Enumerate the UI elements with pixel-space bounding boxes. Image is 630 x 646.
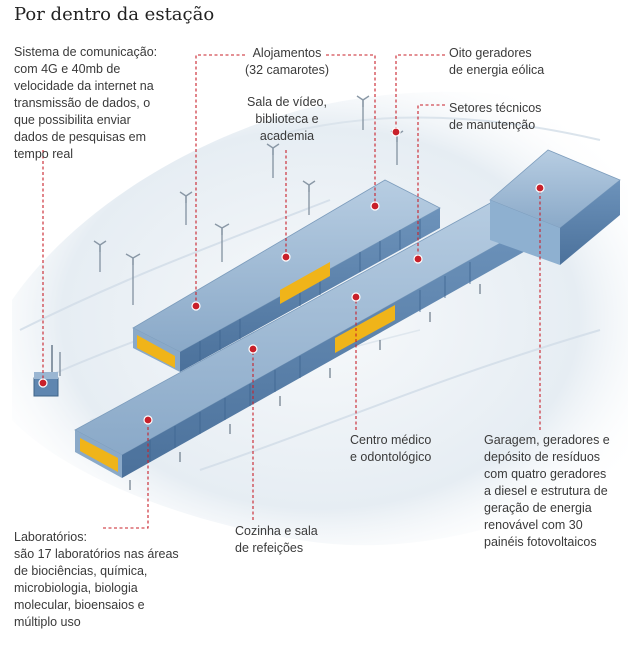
label-garagem: Garagem, geradores e depósito de resíduo…	[484, 433, 610, 549]
leader-lines	[42, 54, 541, 529]
label-comunicacao: Sistema de comunicação: com 4G e 40mb de…	[14, 45, 158, 161]
building-front-row	[74, 194, 546, 490]
callout-dots	[38, 127, 545, 425]
label-alojamentos: Alojamentos (32 camarotes)	[244, 46, 330, 77]
label-laboratorios: Laboratórios: são 17 laboratórios nas ár…	[14, 530, 179, 629]
label-cozinha: Cozinha e sala de refeições	[235, 524, 318, 555]
page-title: Por dentro da estação	[14, 4, 215, 25]
building-garage	[489, 149, 621, 265]
label-centro-medico: Centro médico e odontológico	[350, 433, 432, 464]
label-sala-video: Sala de vídeo, biblioteca e academia	[247, 95, 327, 143]
label-setores-tecnicos: Setores técnicos de manutenção	[449, 101, 542, 132]
building-back-row	[132, 179, 441, 372]
label-geradores-eolica: Oito geradores de energia eólica	[449, 46, 545, 77]
